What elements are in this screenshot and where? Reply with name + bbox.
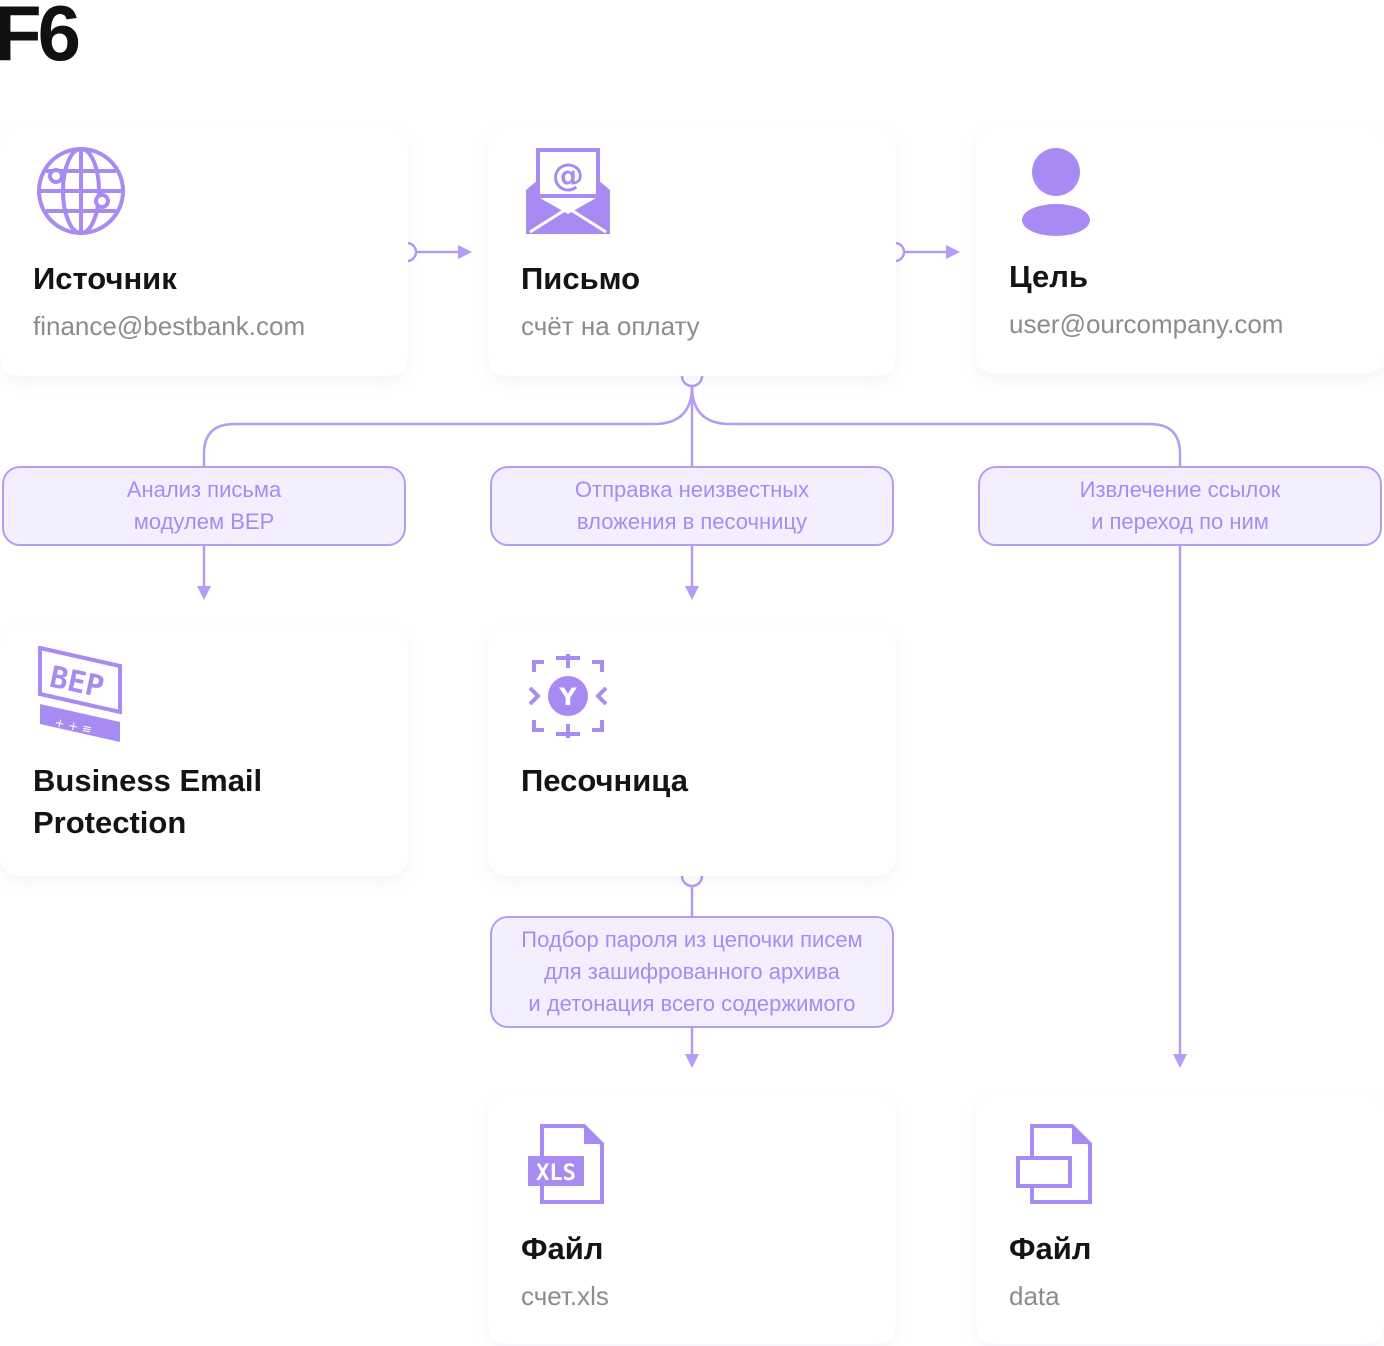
- file-icon: [1014, 1122, 1094, 1206]
- node-title: Файл: [1009, 1231, 1092, 1266]
- envelope-icon: @: [524, 148, 618, 242]
- user-icon: [1018, 146, 1112, 240]
- arrowhead: [946, 245, 960, 259]
- bep-device-icon: BEP + + ≡: [36, 645, 126, 746]
- node-subtitle: user@ourcompany.com: [1009, 309, 1284, 339]
- node-target: Цель user@ourcompany.com: [976, 126, 1384, 374]
- node-letter: @ Письмо счёт на оплату: [488, 128, 896, 376]
- arrowhead: [1173, 1054, 1187, 1068]
- arrowhead: [685, 1054, 699, 1068]
- svg-text:@: @: [552, 156, 584, 194]
- node-source: Источник finance@bestbank.com: [0, 128, 408, 376]
- node-title: Письмо: [521, 261, 641, 296]
- node-bep: BEP + + ≡ Business Email Protection: [0, 626, 408, 876]
- node-file-data: Файл data: [976, 1094, 1384, 1344]
- branch-left: [202, 385, 694, 466]
- node-sandbox: Y Песочница: [488, 626, 896, 876]
- logo: F6: [0, 0, 81, 77]
- node-file-xls: XLS Файл счет.xls: [488, 1094, 896, 1344]
- label-bep-analysis: Анализ письма модулем BEP: [2, 466, 406, 546]
- label-link-extraction: Извлечение ссылок и переход по ним: [978, 466, 1382, 546]
- node-subtitle: data: [1009, 1281, 1060, 1311]
- label-password-detonation: Подбор пароля из цепочки писем для зашиф…: [490, 916, 894, 1028]
- node-title: Источник: [33, 261, 177, 296]
- node-title: Business Email Protection: [33, 763, 263, 840]
- node-title: Песочница: [521, 763, 688, 798]
- node-title: Файл: [521, 1231, 604, 1266]
- arrowhead: [458, 245, 472, 259]
- label-sandbox-send: Отправка неизвестных вложения в песочниц…: [490, 466, 894, 546]
- node-title: Цель: [1009, 259, 1089, 294]
- node-subtitle: счёт на оплату: [521, 311, 700, 341]
- arrowhead: [685, 586, 699, 600]
- svg-text:XLS: XLS: [536, 1161, 576, 1186]
- sandbox-icon: Y: [526, 652, 610, 740]
- branch-right: [690, 385, 1182, 466]
- globe-icon: [34, 144, 128, 238]
- svg-text:Y: Y: [558, 683, 577, 711]
- xls-file-icon: XLS: [526, 1122, 606, 1206]
- node-subtitle: finance@bestbank.com: [33, 311, 306, 341]
- arrowhead: [197, 586, 211, 600]
- node-subtitle: счет.xls: [521, 1281, 609, 1311]
